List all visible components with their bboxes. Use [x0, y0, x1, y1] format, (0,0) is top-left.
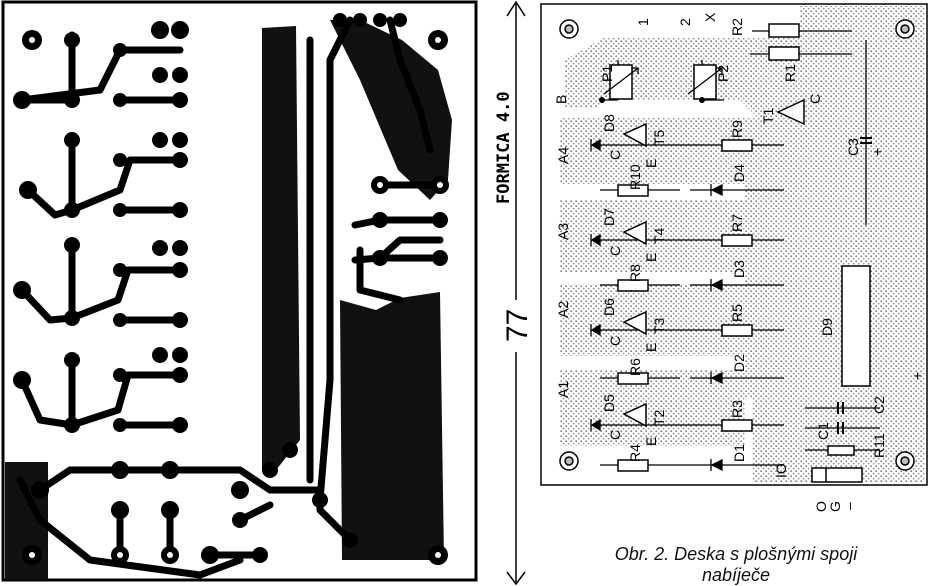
label-C2: C2 — [871, 396, 887, 414]
label-C-t5: C — [607, 150, 623, 160]
label-P1: P1 — [599, 65, 615, 82]
mounting-holes — [559, 19, 915, 471]
label-C3: C3 — [845, 138, 861, 156]
component-labels: B P1 1 2 P2 X R2 R1 T1 C C3 + A4 A3 A2 A… — [553, 12, 925, 512]
label-P2: P2 — [715, 65, 731, 82]
label-D6: D6 — [601, 298, 617, 316]
dimension-label: 77 — [501, 309, 534, 342]
label-T2: T2 — [651, 409, 667, 426]
label-E-t5: E — [643, 159, 659, 168]
transistors — [622, 98, 805, 428]
component-layout — [540, 3, 928, 486]
label-C-t4: C — [607, 246, 623, 256]
resistors — [617, 23, 871, 472]
caption-line-1: Obr. 2. Deska s plošnými spoji — [614, 544, 858, 564]
label-R1: R1 — [782, 64, 798, 82]
label-n2: 2 — [677, 18, 693, 26]
label-T3: T3 — [651, 317, 667, 334]
label-G: G — [827, 501, 843, 512]
label-D7: D7 — [601, 208, 617, 226]
label-R2: R2 — [729, 18, 745, 36]
label-T4: T4 — [651, 227, 667, 244]
caption-line-2: nabíječe — [701, 565, 771, 585]
label-D1: D1 — [731, 444, 747, 462]
label-R4: R4 — [627, 444, 643, 462]
component-leads — [600, 30, 880, 466]
copper-layout — [1, 0, 478, 582]
label-C1: C1 — [815, 422, 831, 440]
copper-pour-right — [340, 292, 444, 560]
output-connector — [811, 467, 863, 483]
label-n1: 1 — [635, 18, 651, 26]
label-T1: T1 — [760, 107, 776, 124]
label-D8: D8 — [601, 114, 617, 132]
diodes — [590, 138, 723, 472]
label-D5: D5 — [601, 394, 617, 412]
label-C-t2: C — [607, 430, 623, 440]
label-A3: A3 — [555, 223, 571, 240]
label-R6: R6 — [627, 358, 643, 376]
label-R9: R9 — [729, 120, 745, 138]
label-B: B — [553, 95, 569, 104]
figure-caption: Obr. 2. Deska s plošnými spoji nabíječe — [556, 544, 916, 586]
label-T5: T5 — [651, 129, 667, 146]
label-R3: R3 — [729, 400, 745, 418]
label-D3: D3 — [731, 260, 747, 278]
label-D9-plus: + — [909, 372, 925, 380]
label-minus: – — [841, 502, 857, 510]
label-C3-plus: + — [869, 148, 885, 156]
label-C-t3: C — [607, 336, 623, 346]
label-R11: R11 — [871, 433, 887, 458]
label-X: X — [702, 12, 718, 22]
label-A4: A4 — [555, 147, 571, 164]
label-D2: D2 — [731, 354, 747, 372]
label-IO: IO — [773, 463, 789, 478]
label-E-t3: E — [643, 343, 659, 352]
potentiometers — [609, 64, 717, 100]
label-E-t2: E — [643, 437, 659, 446]
copper-pour-center — [262, 26, 300, 470]
label-R8: R8 — [627, 264, 643, 282]
shadow-right — [752, 6, 925, 482]
capacitors — [837, 137, 872, 434]
label-A2: A2 — [555, 301, 571, 318]
board-material-label: FORMICA 4.0 — [494, 91, 514, 204]
drill-holes — [29, 37, 443, 558]
label-R7: R7 — [729, 214, 745, 232]
label-D9: D9 — [819, 318, 835, 336]
copper-pour-top — [330, 18, 452, 200]
dimension-marker — [506, 0, 526, 586]
label-R5: R5 — [729, 304, 745, 322]
copper-pads — [13, 13, 449, 565]
label-D4: D4 — [731, 164, 747, 182]
label-E-t4: E — [643, 253, 659, 262]
label-C-T1: C — [807, 94, 823, 104]
label-O: O — [813, 501, 829, 512]
label-R10: R10 — [627, 164, 643, 190]
shadow-left-top — [565, 40, 600, 108]
label-A1: A1 — [555, 381, 571, 398]
